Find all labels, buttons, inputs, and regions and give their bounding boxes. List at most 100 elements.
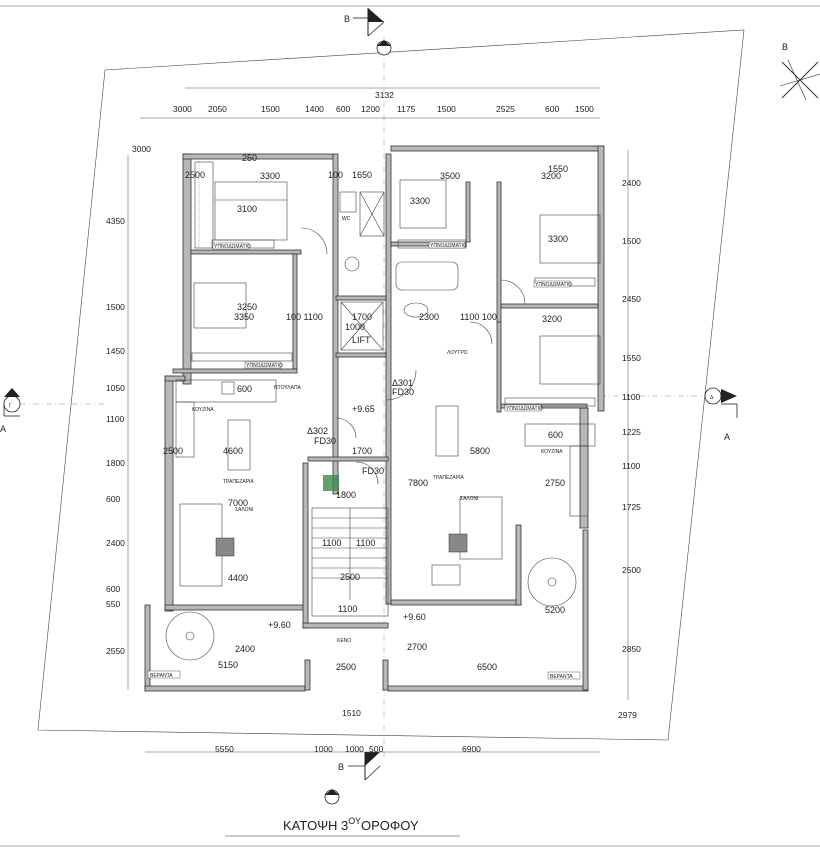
building-walls: [144, 145, 605, 692]
left-dimension-line: 4350 1500 1450 1050 1100 1800 600 2400 6…: [106, 155, 129, 690]
svg-text:ΥΠΝΟΔΩΜΑΤΙΟ: ΥΠΝΟΔΩΜΑΤΙΟ: [535, 282, 572, 288]
svg-text:ΤΡΑΠΕΖΑΡΙΑ: ΤΡΑΠΕΖΑΡΙΑ: [223, 479, 254, 485]
svg-text:7800: 7800: [408, 478, 428, 488]
svg-text:FD30: FD30: [392, 387, 414, 397]
svg-text:4400: 4400: [228, 573, 248, 583]
svg-text:100: 100: [328, 170, 343, 180]
svg-text:ΤΡΑΠΕΖΑΡΙΑ: ΤΡΑΠΕΖΑΡΙΑ: [433, 475, 464, 481]
svg-text:1175: 1175: [397, 104, 416, 114]
svg-text:3300: 3300: [548, 234, 568, 244]
svg-text:Δ302: Δ302: [307, 426, 328, 436]
svg-text:Δ301: Δ301: [392, 378, 413, 388]
svg-text:1000: 1000: [314, 744, 333, 754]
section-marker-b-top: B: [344, 8, 385, 760]
room-texts: 3100 3300 250 2500 100 1650 3250 3350 33…: [163, 153, 568, 672]
svg-text:1500: 1500: [106, 302, 125, 312]
svg-text:1500: 1500: [622, 236, 641, 246]
svg-text:ΛΟΥΤΡΟ: ΛΟΥΤΡΟ: [447, 350, 468, 356]
svg-text:1100: 1100: [338, 604, 357, 614]
svg-text:3000: 3000: [173, 104, 192, 114]
drawing-title: ΚΑΤΟΨΗ 3ΟΥΟΡΟΦΟΥ: [225, 816, 460, 837]
svg-text:FD30: FD30: [314, 436, 336, 446]
svg-text:2850: 2850: [622, 644, 641, 654]
svg-text:1050: 1050: [106, 383, 125, 393]
svg-text:1725: 1725: [622, 502, 641, 512]
svg-text:600: 600: [237, 384, 252, 394]
svg-text:1100: 1100: [356, 538, 375, 548]
svg-text:+9.60: +9.60: [403, 612, 426, 622]
svg-text:2979: 2979: [618, 710, 637, 720]
svg-text:2400: 2400: [622, 178, 641, 188]
svg-text:Δ: Δ: [710, 395, 714, 401]
svg-text:5150: 5150: [218, 660, 238, 670]
svg-text:100 1100: 100 1100: [286, 312, 323, 322]
svg-text:5800: 5800: [470, 446, 490, 456]
svg-text:2500: 2500: [622, 565, 641, 575]
svg-text:1100 100: 1100 100: [460, 312, 497, 322]
svg-text:B: B: [338, 762, 344, 772]
section-marker-delta: Δ A: [600, 387, 738, 442]
svg-text:2500: 2500: [336, 662, 356, 672]
svg-text:3200: 3200: [542, 314, 562, 324]
svg-text:1510: 1510: [342, 708, 361, 718]
svg-text:1100: 1100: [622, 392, 641, 402]
svg-text:1800: 1800: [336, 490, 356, 500]
top-dimension-line: 3132 3000 2050 1500 1400 600 1200 1175 1…: [132, 87, 600, 154]
section-marker-gamma: Γ A: [0, 388, 105, 434]
svg-text:A: A: [724, 432, 730, 442]
right-dimension-line: 2400 1500 2450 1550 1100 1225 1100 1725 …: [622, 150, 641, 700]
svg-text:2550: 2550: [106, 646, 125, 656]
svg-text:1500: 1500: [575, 104, 594, 114]
svg-text:1700: 1700: [352, 446, 372, 456]
section-marker-b-bottom: B: [338, 752, 381, 781]
svg-text:1500: 1500: [437, 104, 456, 114]
svg-text:2300: 2300: [419, 312, 439, 322]
svg-text:600: 600: [336, 104, 350, 114]
svg-text:2450: 2450: [622, 294, 641, 304]
svg-text:ΝΤΟΥΛΑΠΑ: ΝΤΟΥΛΑΠΑ: [274, 385, 302, 391]
svg-text:7000: 7000: [228, 498, 248, 508]
svg-text:3300: 3300: [410, 196, 430, 206]
furniture: [165, 161, 601, 661]
svg-text:500: 500: [369, 744, 383, 754]
svg-text:550: 550: [106, 599, 120, 609]
svg-text:ΥΠΝΟΔΩΜΑΤΙΟ: ΥΠΝΟΔΩΜΑΤΙΟ: [246, 363, 283, 369]
svg-text:2750: 2750: [545, 478, 565, 488]
svg-text:5550: 5550: [215, 744, 234, 754]
svg-text:1650: 1650: [352, 170, 372, 180]
svg-text:3300: 3300: [260, 171, 280, 181]
svg-text:Γ: Γ: [9, 403, 12, 409]
svg-text:ΚΟΥΖΙΝΑ: ΚΟΥΖΙΝΑ: [541, 449, 563, 455]
svg-text:2050: 2050: [208, 104, 227, 114]
svg-text:ΚΑΤΟΨΗ 3ΟΥΟΡΟΦΟΥ: ΚΑΤΟΨΗ 3ΟΥΟΡΟΦΟΥ: [283, 816, 419, 833]
svg-text:6900: 6900: [462, 744, 481, 754]
svg-text:1550: 1550: [548, 164, 568, 174]
svg-text:ΚΟΥΖΙΝΑ: ΚΟΥΖΙΝΑ: [192, 407, 214, 413]
svg-text:ΣΑΛΟΝΙ: ΣΑΛΟΝΙ: [460, 496, 479, 502]
svg-text:ΒΕΡΑΝΤΑ: ΒΕΡΑΝΤΑ: [550, 674, 573, 680]
svg-text:3500: 3500: [440, 171, 460, 181]
svg-text:2400: 2400: [235, 644, 255, 654]
svg-text:1500: 1500: [261, 104, 280, 114]
svg-text:ΒΕΡΑΝΤΑ: ΒΕΡΑΝΤΑ: [150, 673, 173, 679]
svg-text:3000: 3000: [132, 144, 151, 154]
svg-text:2525: 2525: [496, 104, 515, 114]
svg-text:250: 250: [242, 153, 257, 163]
svg-text:WC: WC: [342, 216, 351, 222]
svg-text:2700: 2700: [407, 642, 427, 652]
svg-text:600: 600: [545, 104, 559, 114]
svg-text:1200: 1200: [361, 104, 380, 114]
svg-text:4350: 4350: [106, 216, 125, 226]
svg-text:B: B: [344, 14, 350, 24]
svg-text:LIFT: LIFT: [352, 335, 371, 345]
svg-text:1450: 1450: [106, 346, 125, 356]
svg-text:ΥΠΝΟΔΩΜΑΤΙΟ: ΥΠΝΟΔΩΜΑΤΙΟ: [430, 243, 467, 249]
svg-text:+9.60: +9.60: [268, 620, 291, 630]
svg-text:600: 600: [106, 494, 120, 504]
svg-text:2500: 2500: [163, 446, 183, 456]
svg-text:600: 600: [548, 430, 563, 440]
plot-boundary: [37, 29, 745, 741]
svg-text:4600: 4600: [223, 446, 243, 456]
svg-text:3132: 3132: [375, 90, 394, 100]
svg-text:KENO: KENO: [337, 638, 351, 644]
